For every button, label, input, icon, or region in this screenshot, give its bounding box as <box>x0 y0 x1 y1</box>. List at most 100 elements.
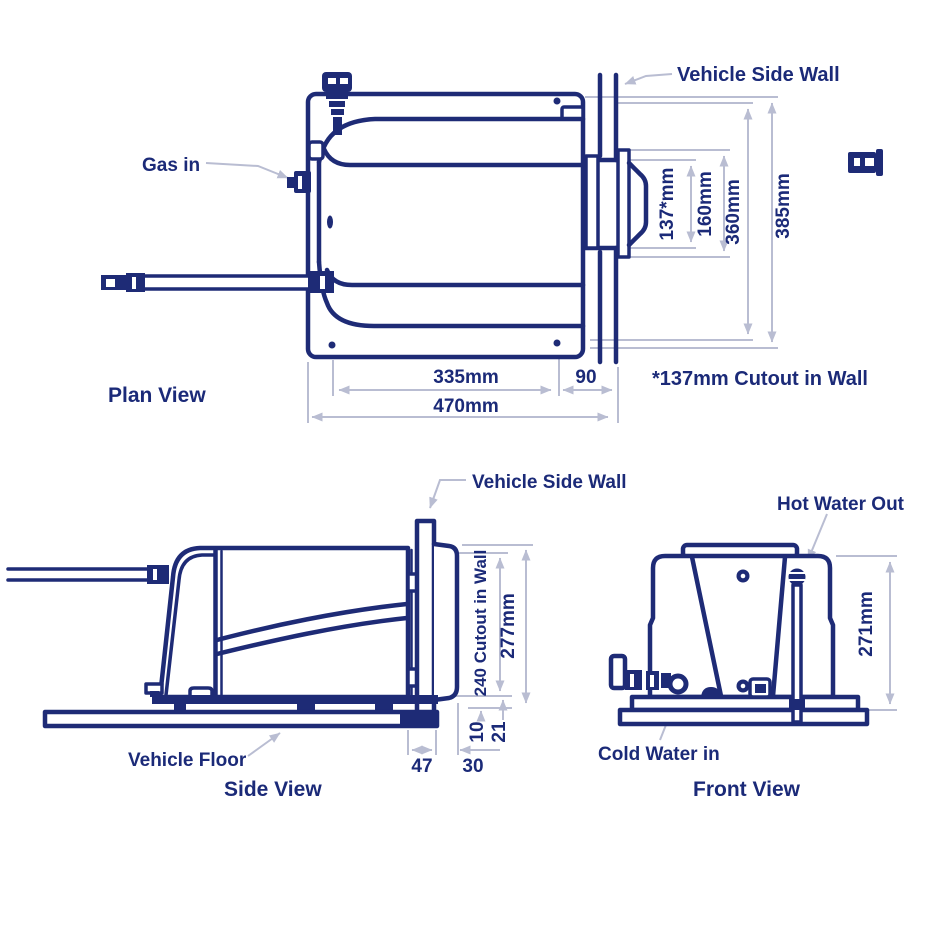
plan-dimension-lines <box>205 73 778 423</box>
hot-water-fitting <box>788 568 806 586</box>
screw-dot <box>553 339 561 347</box>
dim-360-label: 360mm <box>723 179 744 245</box>
dim-335-label: 335mm <box>433 367 499 388</box>
valve-slit <box>630 674 634 687</box>
body-outline <box>647 553 836 700</box>
igniter-tab <box>307 140 325 161</box>
connector-icon <box>848 149 883 176</box>
screw-dot <box>553 97 561 105</box>
connector-hole <box>854 158 860 166</box>
dim-160-label: 160mm <box>695 171 716 237</box>
valve-rib <box>329 101 345 107</box>
gas-in-label: Gas in <box>142 155 200 176</box>
valve-stem <box>333 117 342 135</box>
side-supply-pipe <box>6 565 169 584</box>
hot-water-fitting-ribs <box>789 572 805 581</box>
front-body <box>617 542 870 727</box>
plan-view-title: Plan View <box>108 384 206 407</box>
side-wall-and-cowl <box>414 518 460 720</box>
gas-fitting-slit <box>298 176 302 189</box>
lower-hole-center <box>740 683 746 689</box>
front-panel-right-line <box>770 554 788 699</box>
dim-271-label: 271mm <box>856 591 877 657</box>
screw-dot <box>328 341 336 349</box>
side-wall-bar <box>414 518 437 720</box>
cold-water-inlet <box>608 653 689 695</box>
valve-cap <box>322 72 352 92</box>
gas-inlet-fitting <box>287 140 325 193</box>
dim-10-label: 10 <box>467 721 488 742</box>
cold-water-in-label: Cold Water in <box>598 744 720 765</box>
wall-base-block <box>400 710 437 726</box>
dim-240-label: 240 Cutout in Wall <box>471 550 490 697</box>
front-view-title: Front View <box>693 778 801 801</box>
plan-mounting-plate <box>305 91 586 360</box>
side-base-and-floor <box>42 682 440 729</box>
cold-water-port <box>667 673 689 695</box>
hot-water-pipe-collar <box>789 699 805 710</box>
valve-slit <box>650 675 654 687</box>
body-inner-left <box>164 553 217 697</box>
connector-body <box>848 152 876 173</box>
relief-valve-fitting <box>322 72 352 135</box>
front-panel-left-line <box>689 554 724 699</box>
screw-hole-center <box>740 573 746 579</box>
cutout-note-label: *137mm Cutout in Wall <box>652 368 868 390</box>
valve-rib <box>326 92 348 99</box>
gas-fitting <box>294 171 311 193</box>
dim-21-label: 21 <box>489 721 510 743</box>
dim-30-label: 30 <box>462 756 483 777</box>
connector-hole <box>865 158 874 166</box>
leader-vehicle-side-wall-side <box>429 479 466 509</box>
foot-step <box>188 686 214 697</box>
valve-block <box>661 673 671 688</box>
pipe-fitting <box>147 565 169 584</box>
dim-47-label: 47 <box>411 756 432 777</box>
hot-water-outlet <box>788 568 806 724</box>
foot <box>174 704 186 712</box>
dim-90-label: 90 <box>575 367 596 388</box>
dim-277-label: 277mm <box>498 593 519 659</box>
left-bracket-bolt <box>150 691 159 697</box>
leader-hot-water-out <box>807 513 828 561</box>
connector-bar <box>876 149 883 176</box>
vehicle-floor-label: Vehicle Floor <box>128 750 247 771</box>
hot-water-out-label: Hot Water Out <box>777 494 905 515</box>
vehicle-side-wall-label-side: Vehicle Side Wall <box>472 472 627 493</box>
dim-470-label: 470mm <box>433 396 499 417</box>
pipe-unit-slit <box>320 276 325 289</box>
vehicle-side-wall-label-plan: Vehicle Side Wall <box>677 64 840 86</box>
foot <box>297 704 315 712</box>
side-view: Vehicle Side Wall Vehicle Floor 240 Cuto… <box>6 472 627 801</box>
valve-handle <box>608 653 628 691</box>
valve-cap-slot <box>340 78 348 84</box>
side-dimension-lines <box>247 479 533 757</box>
pipe-end-hole <box>106 279 115 287</box>
side-cowl <box>431 541 460 703</box>
cowl-flange <box>616 148 631 259</box>
valve-rib <box>331 109 344 115</box>
drain-bump <box>701 687 721 697</box>
base-plate <box>152 695 438 704</box>
dim-385-label: 385mm <box>773 173 794 239</box>
gas-block <box>287 177 294 188</box>
dim-137-label: 137*mm <box>657 168 678 241</box>
vehicle-floor-bar <box>42 709 440 729</box>
plan-supply-pipe <box>101 271 334 293</box>
front-view: Hot Water Out Cold Water in 271mm Front … <box>598 494 905 801</box>
flue-collar <box>584 154 600 250</box>
leader-gas-in <box>205 162 289 179</box>
leader-vehicle-floor <box>247 732 281 757</box>
side-body <box>157 545 424 700</box>
swoosh-lower <box>214 615 410 657</box>
tank-top-inner <box>321 146 586 168</box>
vehicle-floor-bar <box>617 707 870 727</box>
swoosh-upper <box>214 601 410 643</box>
leader-vehicle-side-wall <box>624 73 673 85</box>
pipe-connector-slit <box>132 277 136 289</box>
plan-view: Gas in Vehicle Side Wall *137mm Cutout i… <box>101 64 883 423</box>
foot <box>375 704 393 712</box>
drain-hole <box>327 215 333 229</box>
